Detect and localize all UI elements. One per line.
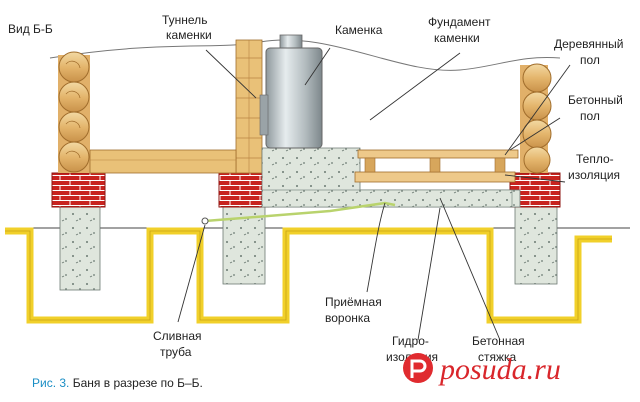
figure-caption: Рис. 3. Баня в разрезе по Б–Б. xyxy=(32,376,203,390)
log-wall-right xyxy=(520,63,552,174)
svg-text:Фундамент: Фундамент xyxy=(428,15,491,29)
label-screed: Бетонная стяжка xyxy=(472,334,525,364)
pier-right xyxy=(514,206,558,285)
svg-text:Гидро-: Гидро- xyxy=(392,334,429,348)
svg-text:Приёмная: Приёмная xyxy=(325,295,382,309)
wooden-floor-slats xyxy=(357,149,519,173)
stove xyxy=(259,34,323,149)
label-wooden-floor: Деревянный пол xyxy=(554,37,623,67)
insulation-board xyxy=(354,171,516,183)
label-drain-pipe: Сливная труба xyxy=(153,329,202,359)
label-insulation: Тепло- изоляция xyxy=(568,152,620,182)
svg-text:пол: пол xyxy=(580,53,600,67)
svg-text:Каменка: Каменка xyxy=(335,23,383,37)
brick-middle xyxy=(218,172,270,208)
svg-text:Деревянный: Деревянный xyxy=(554,37,623,51)
svg-text:каменки: каменки xyxy=(434,31,480,45)
svg-text:Туннель: Туннель xyxy=(162,13,207,27)
svg-text:Бетонный: Бетонный xyxy=(568,93,623,107)
svg-text:Бетонная: Бетонная xyxy=(472,334,525,348)
label-concrete-floor: Бетонный пол xyxy=(568,93,623,123)
svg-text:труба: труба xyxy=(160,345,192,359)
sand-trench-inner xyxy=(5,230,612,321)
label-tunnel: Туннель каменки xyxy=(162,13,212,42)
figure-number: Рис. 3. xyxy=(32,376,69,390)
drain-pipe xyxy=(204,201,396,223)
label-funnel: Приёмная воронка xyxy=(325,295,382,325)
svg-text:каменки: каменки xyxy=(166,28,212,42)
watermark-logo-icon xyxy=(403,353,433,383)
figure-caption-text: Баня в разрезе по Б–Б. xyxy=(69,376,203,390)
log-wall-left xyxy=(58,51,90,173)
svg-text:Тепло-: Тепло- xyxy=(576,152,614,166)
svg-text:изоляция: изоляция xyxy=(568,168,620,182)
drain-pipe-end xyxy=(201,217,209,225)
svg-text:posuda.ru: posuda.ru xyxy=(438,353,561,386)
partition-wall xyxy=(235,39,263,174)
svg-text:воронка: воронка xyxy=(325,311,370,325)
watermark: posuda.ru xyxy=(403,353,561,386)
pier-left xyxy=(59,206,101,291)
label-stove: Каменка xyxy=(335,23,383,37)
label-stove-foundation: Фундамент каменки xyxy=(428,15,491,45)
wall-outline xyxy=(49,39,561,71)
concrete-slab xyxy=(261,189,513,208)
view-label: Вид Б-Б xyxy=(8,22,53,36)
svg-text:Сливная: Сливная xyxy=(153,329,202,343)
svg-text:пол: пол xyxy=(580,109,600,123)
brick-left xyxy=(51,172,106,208)
svg-text:стяжка: стяжка xyxy=(478,350,517,364)
leader-lines xyxy=(177,47,571,341)
floor-left xyxy=(89,149,237,174)
